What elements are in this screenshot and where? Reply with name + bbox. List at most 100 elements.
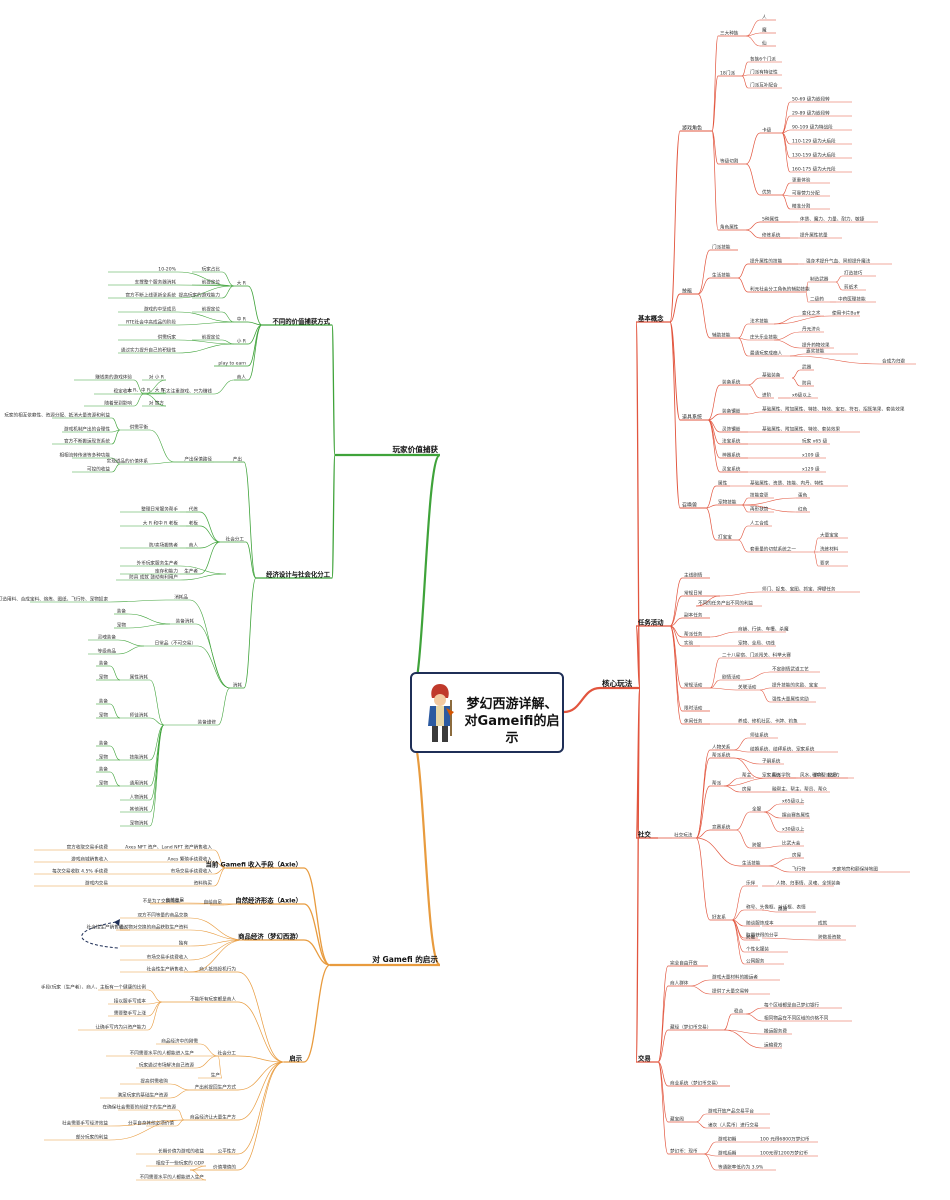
leaf-shangren: 提供了大量交易转 (712, 988, 749, 995)
leaf-lingyu: 风水、庭院、牧场 (800, 772, 837, 779)
branch-link (563, 686, 601, 714)
branch-link (703, 1141, 717, 1155)
section-income: 当前 Gamefi 收入手段（Axie） (206, 860, 302, 869)
leaf-xiaohao: 日常品（不可交易） (155, 640, 196, 647)
branch-link (213, 379, 235, 395)
node-trade: 完全自由开放 (670, 960, 698, 967)
leaf-zbxq: 基础属性、附加属性、特技、特效、宝石、符石、招既笔果、套装效果 (762, 406, 905, 413)
arrow-head-icon (114, 919, 120, 926)
node-trade: 藏经（梦幻币交易） (670, 1024, 711, 1031)
leaf-qishi-sub: 社会需要手写经济效益 (62, 1120, 108, 1127)
leaf-income: 游戏内交易 (85, 880, 108, 887)
leaf-zd: 全服 (752, 806, 762, 813)
leaf-buy-sub: 宠物 (99, 780, 109, 787)
branch-link (697, 293, 711, 339)
branch-link (761, 937, 817, 941)
branch-link (169, 1089, 191, 1099)
leaf-renzhi: 结婚系统、结拜系统、宠家系统 (750, 746, 815, 753)
leaf-buy-sub: 装备 (99, 698, 109, 705)
branch-link (247, 321, 263, 326)
leaf-kaji: 160-175 级为大元段 (792, 166, 836, 173)
node-fuzhu-1: 庄头乐业技能 (750, 334, 778, 341)
leaf-buy: 技能消耗 (130, 754, 149, 761)
leaf-xiaohao-v: 灵魂装备 (98, 634, 117, 641)
branch-link (695, 1121, 707, 1129)
branch-link (689, 985, 711, 995)
branch-link (635, 625, 641, 689)
leaf-zhongzu: 仙 (762, 40, 767, 47)
branch-link (781, 129, 791, 134)
leaf-xiaohao-v: 食物、药品、打造用料、合成宝料、熔炼、图纸、飞行符、宠物奴隶 (0, 596, 108, 603)
leaf-p2e: 赚钱类的游戏体验 (95, 374, 132, 381)
leaf-kaji: 29-89 级为嵌段转 (792, 110, 830, 117)
branch-link (781, 194, 791, 210)
node-haoyou: 好友系 (712, 914, 726, 921)
leaf-xiaohao: 装备维修 (198, 719, 217, 726)
node-chanchu: 产出 (233, 456, 243, 463)
leaf-buy-sub: 装备 (99, 660, 109, 667)
leaf-p2e-r: 对 小 R (149, 374, 165, 381)
branch-link (237, 971, 285, 1063)
branch-link (221, 284, 235, 287)
branch-link (243, 461, 257, 579)
node-task-item: 主线剧情 (684, 572, 703, 579)
leaf-qishi-sub: 在确保社会需要的前提下的生产资源 (102, 1104, 176, 1111)
branch-link (185, 902, 239, 905)
leaf-chanchu: 可控的收益 (87, 466, 110, 473)
node-trade: 商业系统（梦幻币交易） (670, 1080, 721, 1087)
node-task-item: 副本任务 (684, 612, 703, 619)
leaf-lingxiu: 丹元济众 (802, 326, 821, 333)
branch-link (745, 1013, 763, 1022)
branch-link (711, 75, 719, 132)
leaf-xr-r: 前提定位 (202, 334, 221, 341)
section-trade: 交易 (638, 1054, 651, 1063)
leaf-chanchu: 玩家的相互依赖性、资源分配、抵消大量资源和利益 (4, 412, 110, 419)
leaf-qishi-sub: 相应于一些玩家的 GDP (156, 1160, 204, 1167)
branch-link (741, 61, 749, 77)
node-diffcap: 中 R (237, 316, 247, 323)
leaf-bp: 帮派学院 (772, 772, 791, 779)
node-shehui: 社会分工 (226, 536, 245, 543)
leaf-lingxiu-val: 提升药物效果 (802, 342, 830, 349)
leaf-p2e-r: 对 官方 (149, 400, 165, 407)
node-qishi: 社会分工 (218, 1050, 237, 1057)
center-node[interactable]: 梦幻西游详解、对Gameifi的启示 (410, 672, 564, 753)
leaf-changgui-sub: 不定剧情武道工艺 (772, 666, 809, 673)
section-natural: 自然经济形态（Axie） (235, 896, 302, 905)
node-chanchu-sub: 产出保值路径 (184, 456, 212, 463)
branch-link (707, 384, 721, 421)
branch-link (247, 285, 263, 326)
branch-link (697, 249, 711, 295)
leaf-qishi-sub: 手段(玩家（生产者）、商人、主板有一个健康的比例 (41, 984, 147, 991)
branch-link (737, 337, 749, 357)
branch-link (127, 613, 171, 625)
leaf-zr-r: 前提定位 (202, 306, 221, 313)
main-node-inspire: 对 Gamefi 的启示 (372, 954, 438, 964)
branch-link (773, 331, 801, 341)
leaf-cangbao: 诸灰（人民币）进行交易 (708, 1122, 759, 1129)
branch-link (735, 811, 751, 831)
branch-link (199, 1043, 219, 1057)
branch-link (657, 1061, 669, 1155)
branch-link (711, 130, 719, 231)
leaf-chanchu: 官方不断搬运现货系统 (64, 438, 110, 445)
branch-link (745, 132, 761, 165)
leaf-p2e-r: 大 R、中 R、大 R (127, 387, 165, 394)
leaf-sj: 天庭地宫和额保持地图 (832, 866, 878, 873)
leaf-haoyou: 换装 (778, 906, 788, 913)
branch-link (703, 1153, 717, 1157)
leaf-sj: 房屋 (792, 852, 802, 859)
branch-link (745, 35, 761, 47)
node-qishi: 公平性方 (218, 1148, 237, 1155)
leaf-buy: 师徒消耗 (130, 712, 149, 719)
node-fuzhu-2: 最通玩家成瘾人 (750, 350, 783, 357)
leaf-youshi: 精准分割 (792, 203, 811, 210)
branch-link (737, 277, 749, 293)
branch-link (695, 757, 711, 839)
leaf-qishi-sub: 让确手写内为兴资产能力 (95, 1024, 146, 1031)
branch-link (735, 829, 751, 849)
leaf-p2e: 不太注重游戏、只为赚钱 (161, 388, 212, 395)
branch-link (189, 599, 231, 689)
branch-link (223, 903, 239, 906)
node-zhandou: 竞赛系统 (712, 824, 731, 831)
